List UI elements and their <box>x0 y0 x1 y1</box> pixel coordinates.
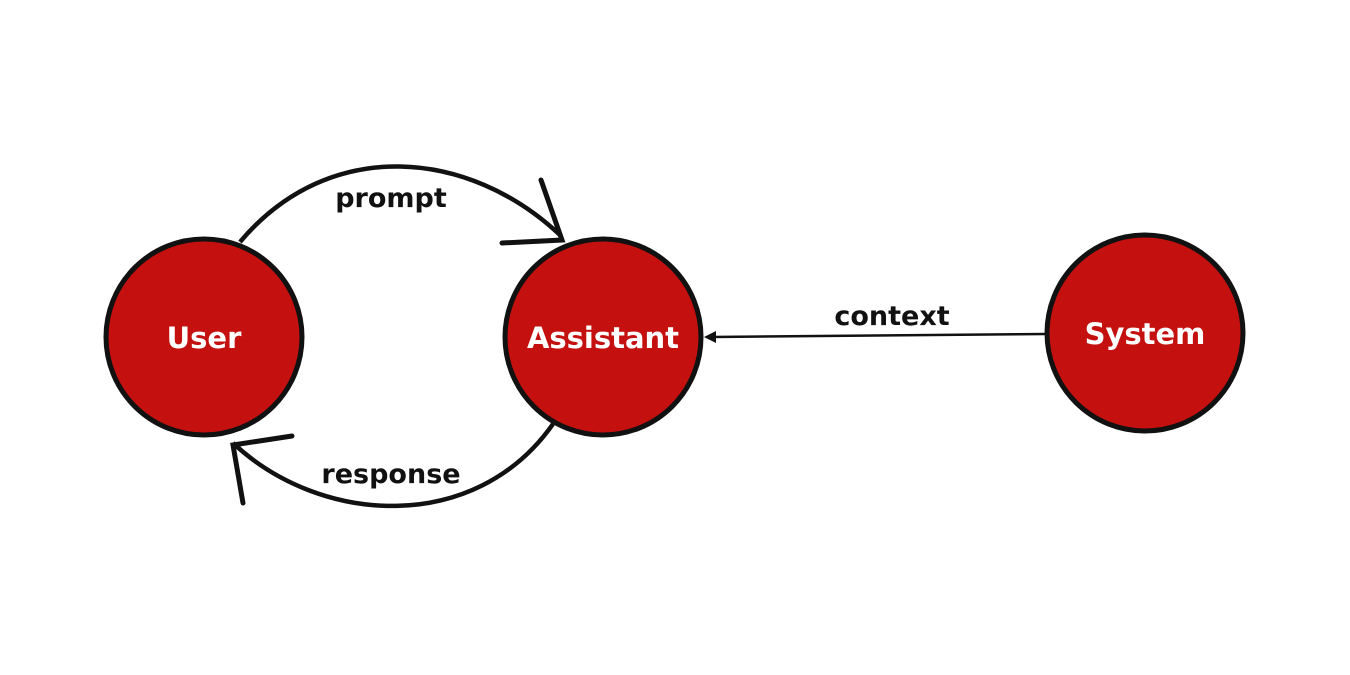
context-arrowhead-icon <box>704 331 716 343</box>
node-user-label: User <box>167 321 242 355</box>
edge-prompt: prompt <box>238 164 566 246</box>
edge-label-prompt: prompt <box>335 183 447 214</box>
edge-context: context <box>704 301 1047 343</box>
prompt-arrowhead-icon <box>499 177 566 246</box>
edge-label-context: context <box>834 301 949 332</box>
context-line <box>711 332 1047 339</box>
edge-response: response <box>230 422 555 509</box>
response-arrowhead-icon <box>230 433 295 506</box>
node-system: System <box>1044 232 1246 434</box>
response-arc <box>231 422 555 509</box>
node-user: User <box>103 236 305 438</box>
node-assistant: Assistant <box>502 236 704 438</box>
prompt-arc <box>238 164 562 244</box>
edge-label-response: response <box>321 459 460 490</box>
node-system-circle <box>1044 232 1246 434</box>
node-system-label: System <box>1085 317 1206 351</box>
node-assistant-circle <box>502 236 704 438</box>
node-user-circle <box>103 236 305 438</box>
node-assistant-label: Assistant <box>527 321 679 355</box>
